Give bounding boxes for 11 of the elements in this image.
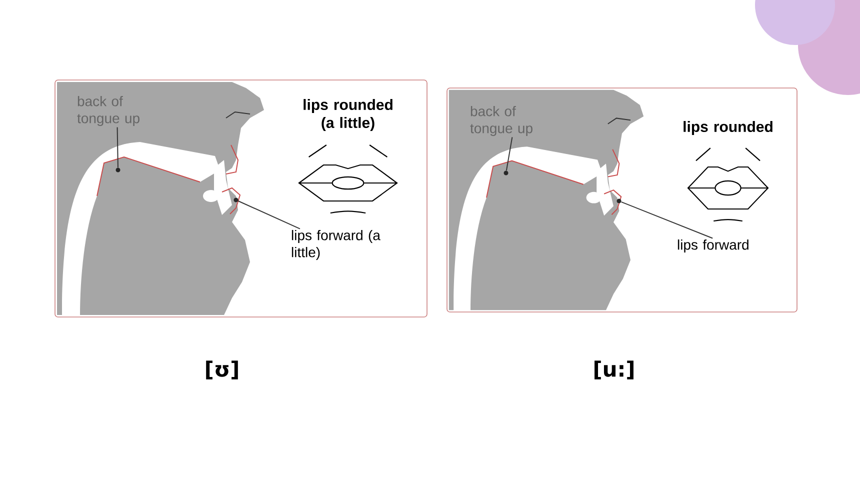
phonetic-symbol: [u:] — [594, 360, 634, 380]
annotation-text: lips rounded (a little) — [304, 99, 392, 131]
annotation-text: back of tongue up — [470, 106, 532, 136]
annotation-text: lips rounded — [684, 121, 772, 135]
phonetic-symbol: [ʊ] — [206, 360, 238, 380]
leader-line — [238, 200, 300, 230]
annotation-text: lips forward — [678, 239, 748, 253]
leader-line — [116, 126, 118, 168]
annotation-text: lips forward (a little) — [292, 230, 380, 260]
leader-line — [620, 201, 714, 239]
annotation-text: back of tongue up — [77, 96, 140, 126]
